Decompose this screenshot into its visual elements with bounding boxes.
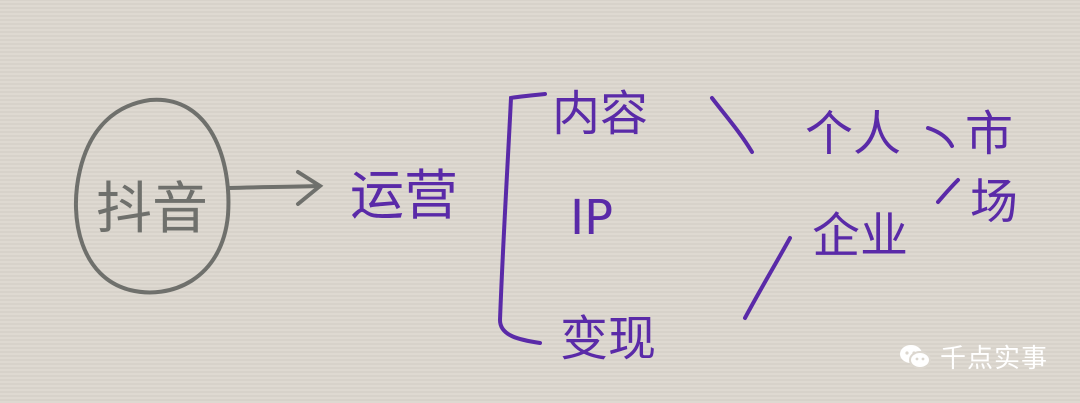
center-circle [73,97,231,295]
arrow-right [226,170,324,206]
bracket [497,92,547,345]
market-label-part: 市 [965,106,1013,162]
market-label-part: 场 [970,174,1018,230]
watermark: 千点实事 [898,338,1048,375]
center-node-label: 抖音 [96,177,208,242]
connector [743,236,792,320]
branch-label: IP [570,190,613,246]
connector [936,178,960,204]
branch-label: 内容 [552,86,648,142]
branch-label: 变现 [560,311,656,367]
target-label: 个人 [805,106,901,162]
watermark-text: 千点实事 [939,344,1048,374]
wechat-icon [899,344,931,369]
market-label: 市 场 [965,106,1028,230]
operation-label: 运营 [350,164,458,227]
connector [926,126,954,148]
target-label: 企业 [812,208,908,264]
connector [710,96,754,154]
